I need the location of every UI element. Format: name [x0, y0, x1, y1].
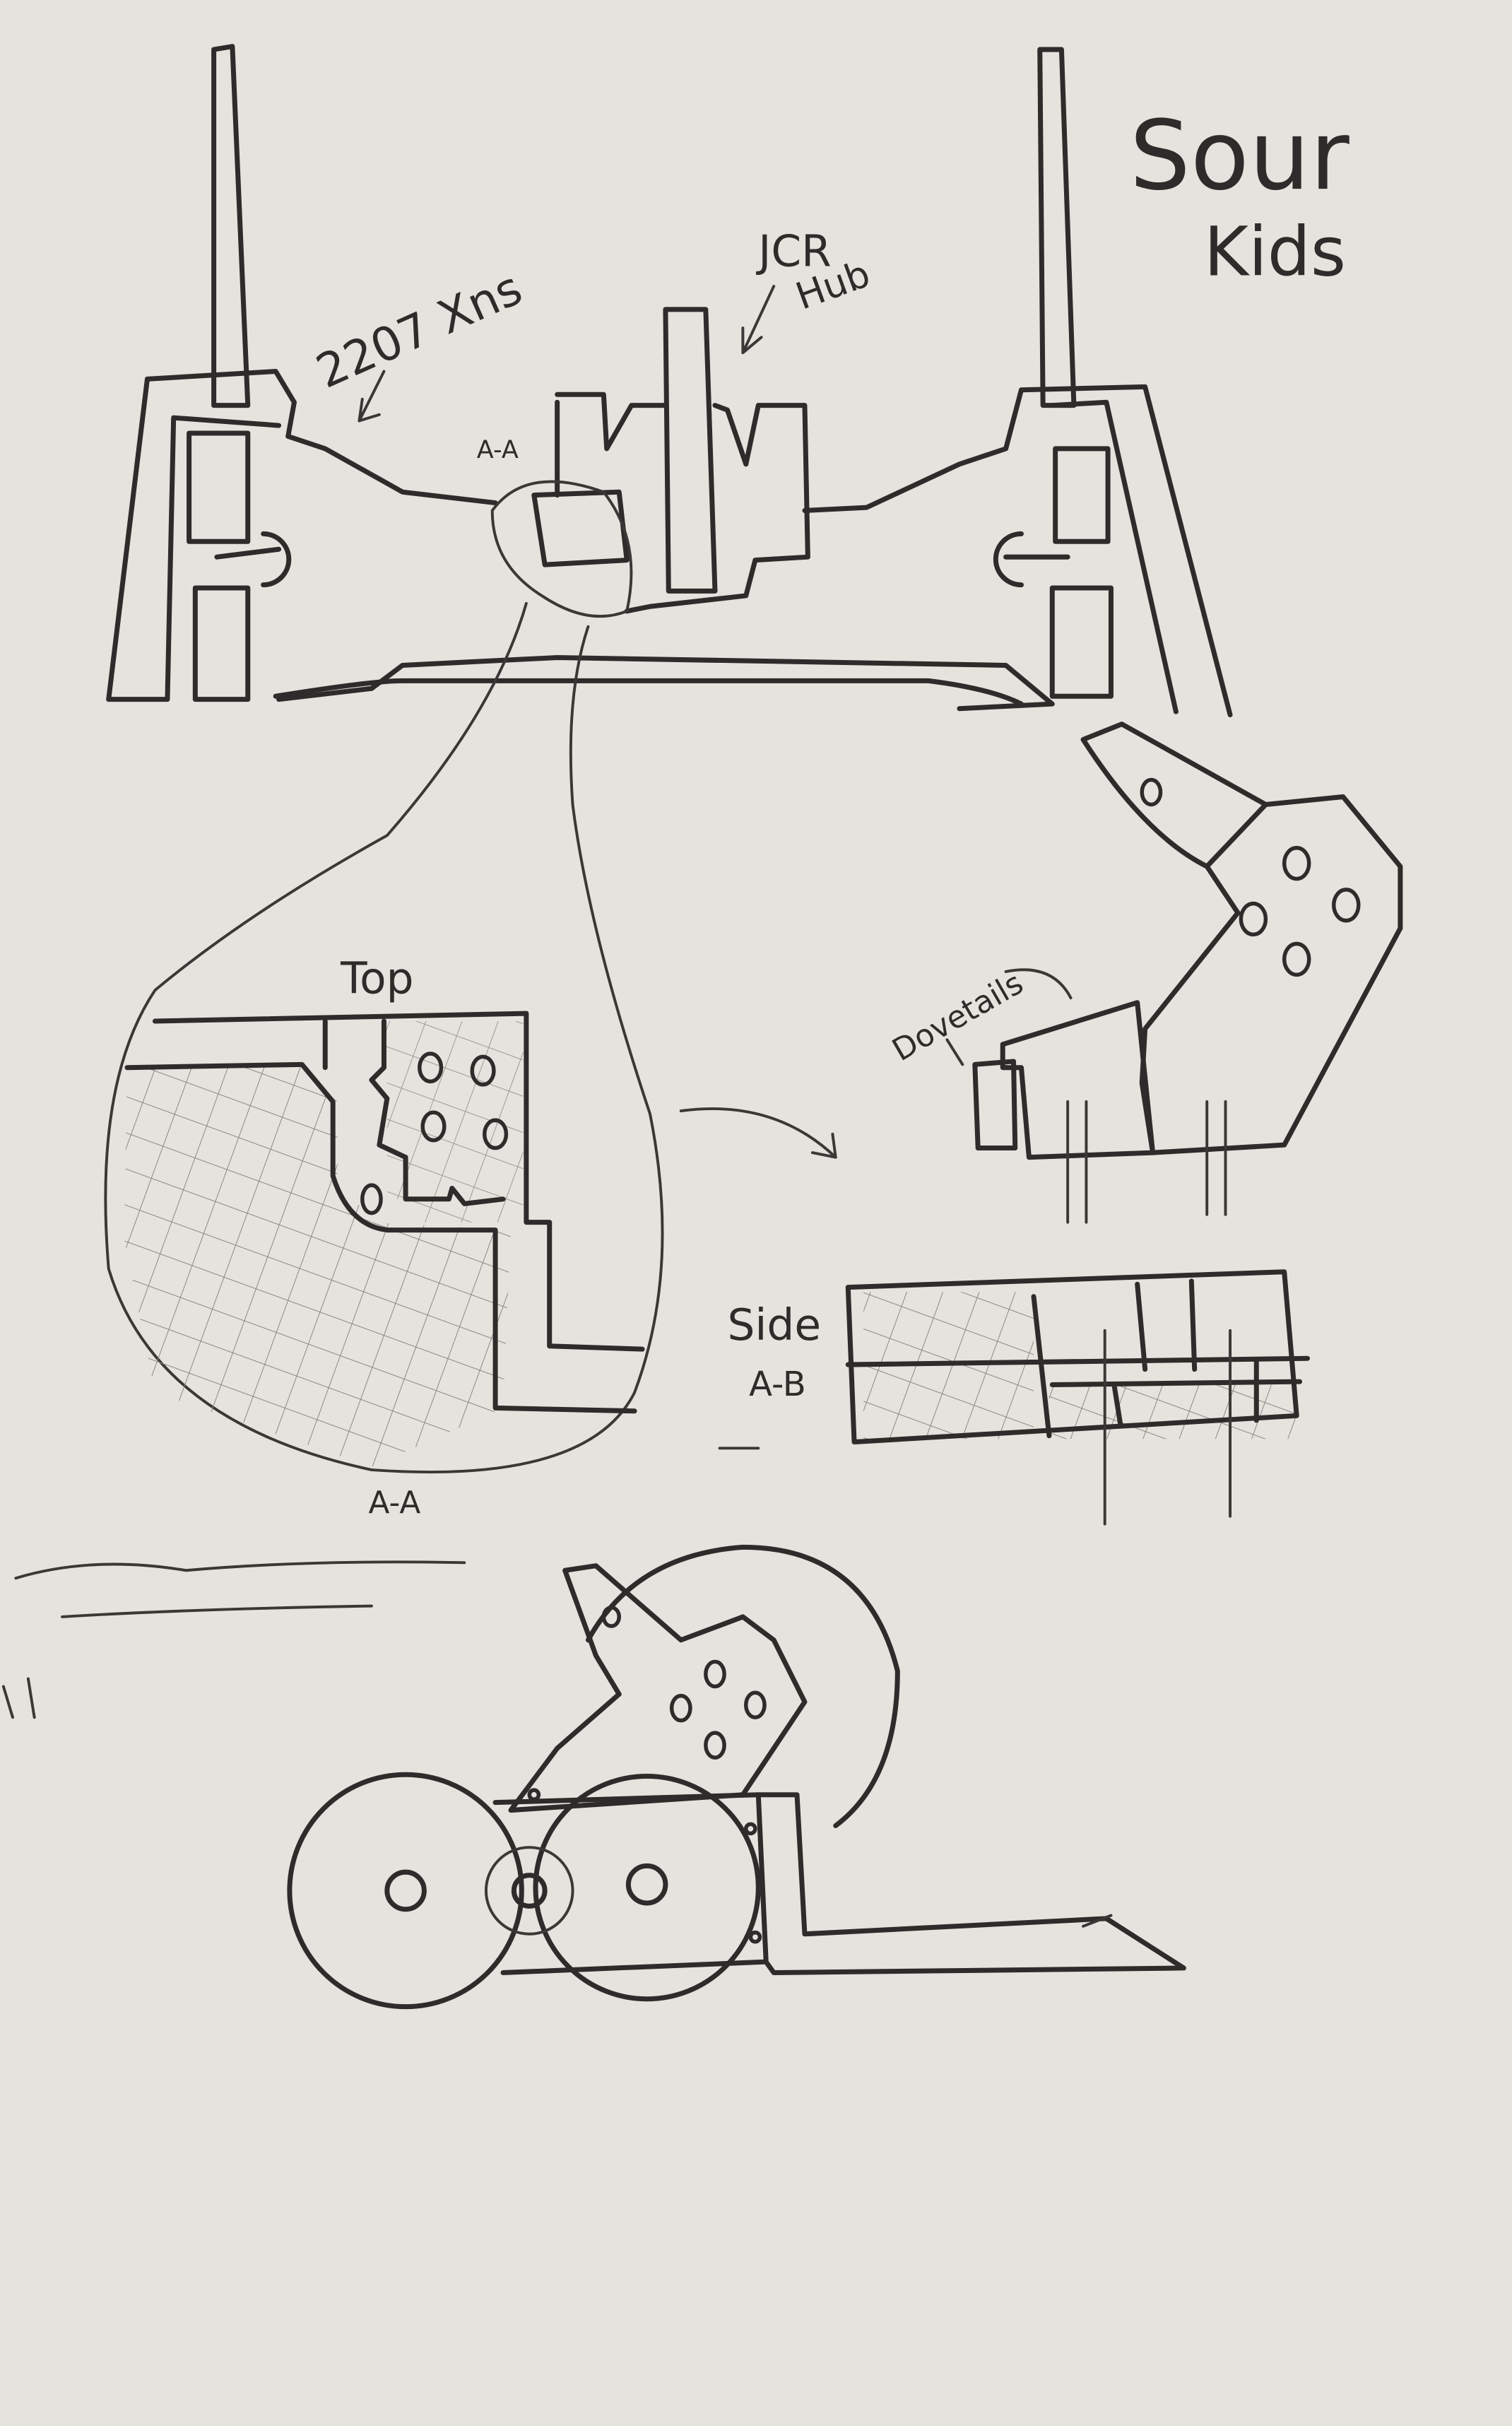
- detail-caption: A-A: [369, 1485, 421, 1521]
- detail-top-view: Top A-A: [124, 954, 645, 1521]
- bracket-isometric: Dovetails: [886, 722, 1403, 1224]
- dovetails-label: Dovetails: [886, 965, 1029, 1068]
- section-marker-a-a: A-A: [477, 435, 519, 464]
- arrow-icon: [679, 1107, 837, 1159]
- bolt-holes: [360, 1052, 509, 1215]
- assembly-holes: [527, 1606, 767, 1944]
- faint-erased-writing: [1, 1560, 466, 1719]
- motor-label: 2207 Xns: [309, 261, 530, 399]
- robot-assembly-sketch: [287, 1544, 1186, 2010]
- frame-front-view: A-A 2207 Xns JCR Hub: [106, 44, 1233, 718]
- title-line-1: Sour: [1130, 100, 1349, 212]
- top-view-label: Top: [340, 954, 413, 1004]
- side-section-view: Side A-B: [718, 1269, 1311, 1526]
- title-sour-kids: Sour Kids: [1130, 100, 1349, 292]
- bracket-holes: [1140, 777, 1361, 977]
- title-line-2: Kids: [1204, 213, 1346, 292]
- side-section-label: A-B: [749, 1365, 806, 1404]
- callout-line: [104, 601, 664, 1474]
- side-view-label: Side: [727, 1300, 821, 1350]
- hub-label-line-1: JCR: [755, 227, 831, 277]
